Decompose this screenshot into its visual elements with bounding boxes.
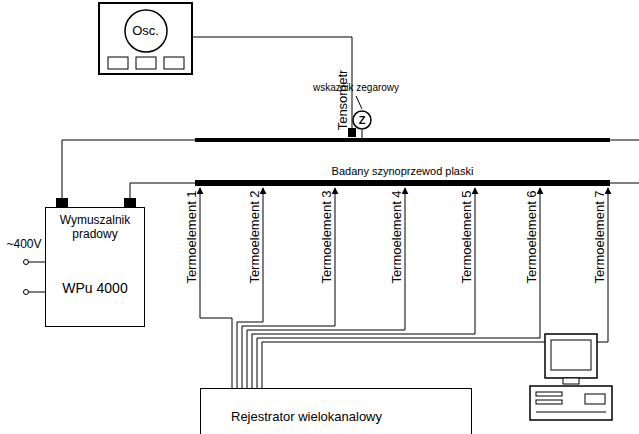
callout-label: wskaznik zegarowy: [313, 83, 399, 93]
oscilloscope-box: Osc.: [98, 2, 193, 75]
device-label: Osc.: [100, 4, 191, 38]
thermocouple-label: Termoelement 7: [593, 190, 606, 283]
wire: [62, 140, 195, 205]
thermocouple-label: Termoelement 4: [390, 190, 403, 283]
thermocouple-wire: [257, 188, 540, 388]
thermocouple-label: Termoelement 5: [460, 190, 473, 283]
thermocouple-wire: [262, 188, 608, 388]
dial-gauge: [353, 111, 371, 129]
thermocouple-label: Termoelement 2: [248, 190, 261, 283]
bus-bar: Badany szynoprzewod plaski: [195, 180, 610, 186]
strain-gauge: [348, 128, 356, 137]
thermocouple-label: Termoelement 1: [185, 190, 198, 283]
wire: [28, 292, 45, 293]
bus-bar: [195, 138, 610, 142]
bus-label: Badany szynoprzewod plaski: [332, 166, 474, 177]
current-source-box: Wymuszalnik pradowyWPu 4000: [45, 207, 145, 327]
wire: [610, 183, 639, 184]
thermocouple-label: Termoelement 3: [320, 190, 333, 283]
voltage-label: ~400V: [6, 238, 41, 250]
wire: [28, 262, 45, 263]
terminal: [24, 260, 29, 265]
device-name: Wymuszalnik pradowy: [46, 208, 144, 242]
model-number: WPu 4000: [46, 280, 144, 296]
thermocouple-wires: [200, 188, 608, 388]
thermocouple-wire: [200, 188, 232, 388]
computer-icon: [530, 334, 612, 420]
wire: [610, 140, 639, 141]
gauge-symbol: Z: [359, 115, 366, 126]
oscilloscope-face: [100, 4, 191, 73]
thermocouple-label: Termoelement 6: [525, 190, 538, 283]
recorder-box: Rejestrator wielokanalowy: [200, 388, 472, 434]
thermocouple-wire: [247, 188, 405, 388]
thermocouple-wire: [252, 188, 475, 388]
thermocouple-wire: [242, 188, 335, 388]
leader-line: [356, 96, 362, 109]
thermocouple-wire: [237, 188, 263, 388]
terminal: [24, 290, 29, 295]
recorder-label: Rejestrator wielokanalowy: [201, 389, 471, 424]
gauge-stem: [362, 130, 363, 138]
sensor-label: Tensometr: [336, 70, 349, 131]
